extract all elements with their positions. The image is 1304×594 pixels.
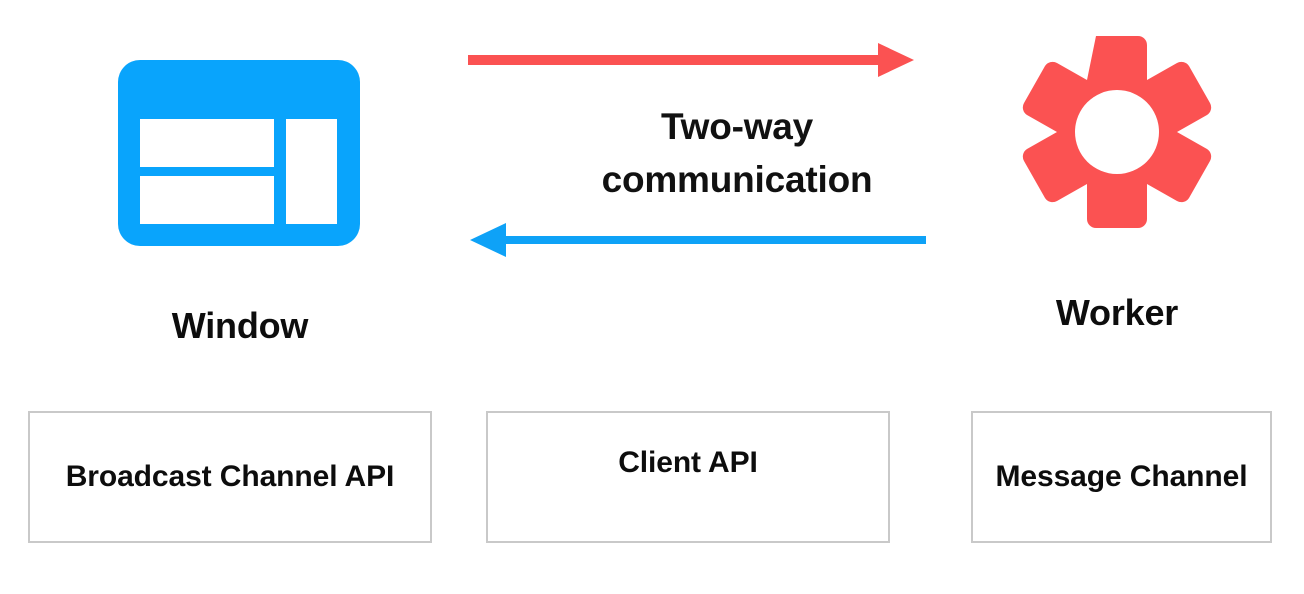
gear-icon [1017, 32, 1217, 258]
window-pane-right [286, 119, 337, 224]
window-pane-top [140, 119, 274, 167]
connection-caption: Two-way communication [497, 101, 977, 206]
api-box-message-channel[interactable]: Message Channel [971, 411, 1272, 543]
node-label-worker: Worker [1055, 292, 1179, 333]
api-box-broadcast-channel-api[interactable]: Broadcast Channel API [28, 411, 432, 543]
api-box-client-api[interactable]: Client API [486, 411, 890, 543]
arrow-right-icon [466, 40, 916, 80]
api-box-label: Broadcast Channel API [65, 459, 395, 493]
api-box-label: Message Channel [995, 459, 1248, 493]
browser-window-icon [118, 60, 360, 246]
node-label-window: Window [171, 305, 309, 346]
caption-line-2: communication [601, 158, 873, 200]
api-box-label: Client API [618, 445, 758, 479]
arrow-left-icon [466, 220, 928, 260]
window-pane-bottom [140, 176, 274, 224]
caption-line-1: Two-way [660, 106, 814, 147]
